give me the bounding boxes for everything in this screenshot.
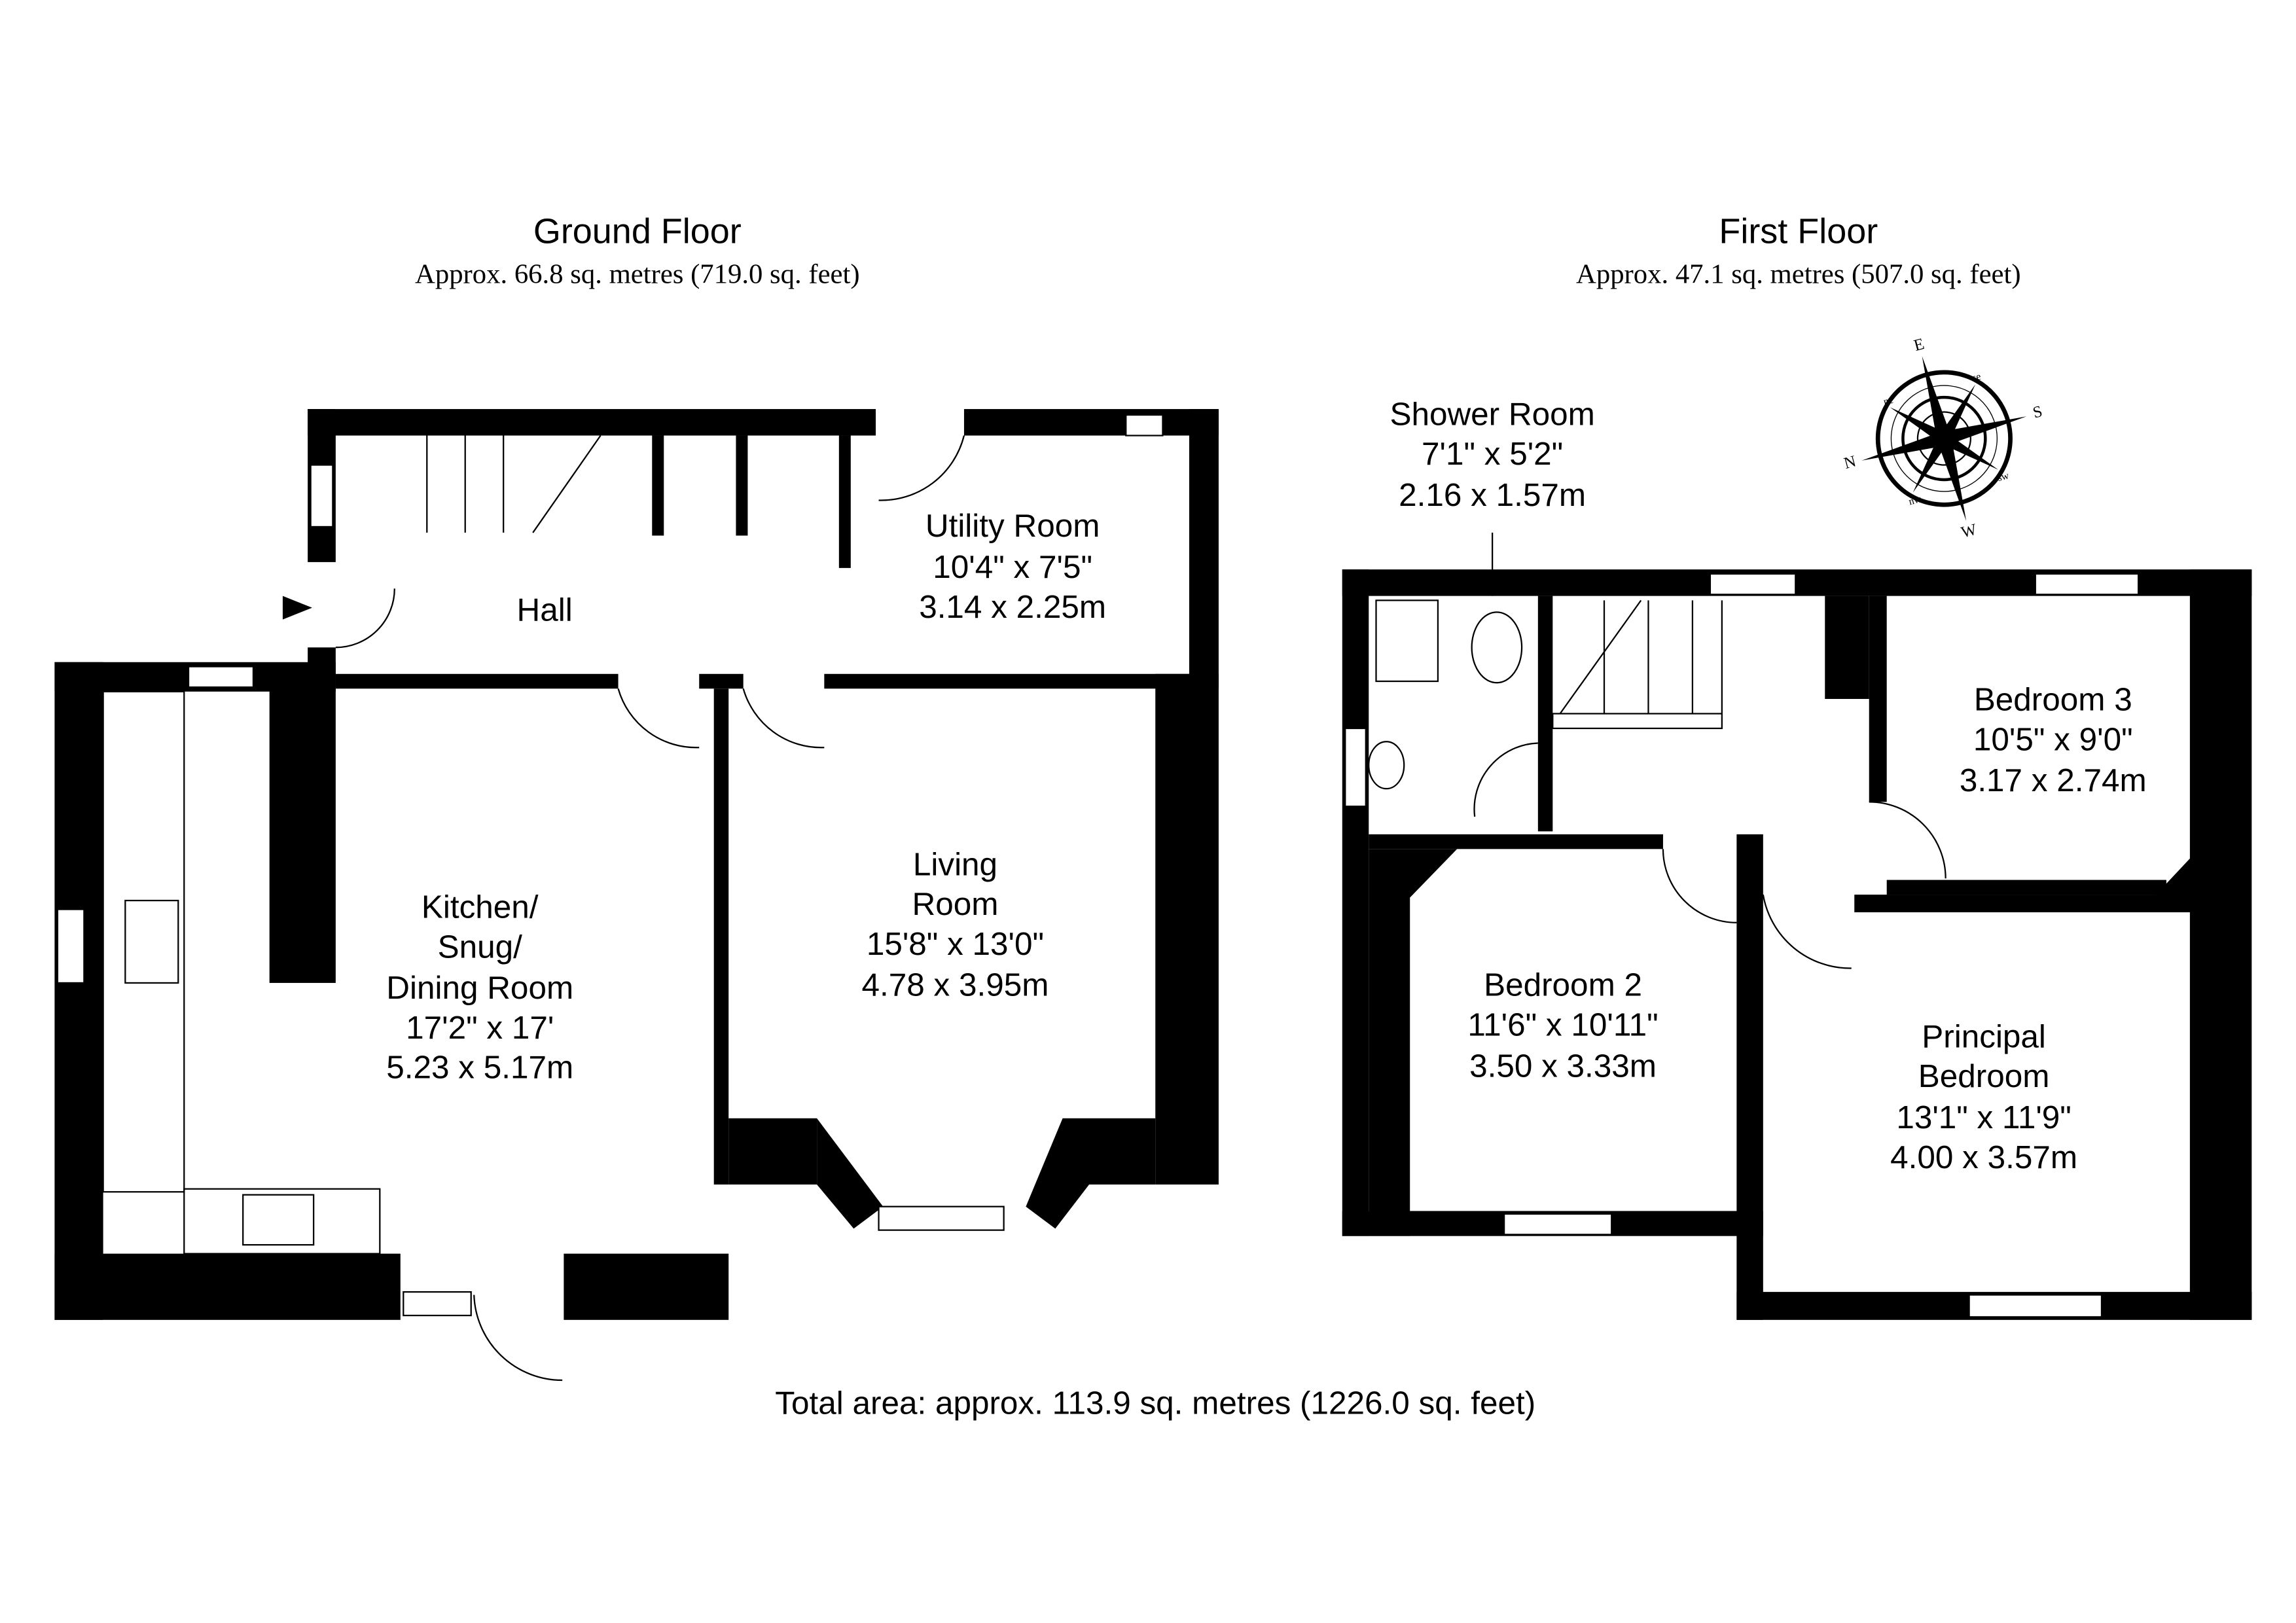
- compass-nw: nw: [1907, 493, 1923, 508]
- ground-floor-area: Approx. 66.8 sq. metres (719.0 sq. feet): [415, 259, 860, 289]
- living-room-metric: 4.78 x 3.95m: [862, 967, 1049, 1003]
- living-room-label-2: Room: [912, 886, 998, 922]
- compass-e: E: [1912, 335, 1926, 355]
- bedroom-3-imperial: 10'5" x 9'0": [1973, 721, 2133, 757]
- shower-room-metric: 2.16 x 1.57m: [1399, 477, 1586, 513]
- shower-room-imperial: 7'1" x 5'2": [1422, 436, 1563, 472]
- kitchen-imperial: 17'2" x 17': [406, 1010, 554, 1046]
- compass-se: se: [1971, 371, 1982, 384]
- compass-n: N: [1842, 452, 1857, 473]
- bedroom-3-label: Bedroom 3: [1974, 682, 2132, 718]
- compass-s: S: [2031, 402, 2044, 422]
- compass-w: W: [1960, 520, 1979, 541]
- living-room-label-1: Living: [913, 846, 997, 882]
- ground-floor-walls: [54, 409, 1219, 1382]
- kitchen-label-3: Dining Room: [386, 970, 573, 1006]
- total-area: Total area: approx. 113.9 sq. metres (12…: [775, 1385, 1535, 1421]
- principal-bedroom-imperial: 13'1" x 11'9": [1896, 1099, 2072, 1135]
- kitchen-metric: 5.23 x 5.17m: [386, 1050, 573, 1086]
- kitchen-label-2: Snug/: [438, 929, 522, 965]
- ground-floor-title: Ground Floor: [533, 212, 742, 251]
- utility-room-metric: 3.14 x 2.25m: [919, 589, 1106, 625]
- bedroom-3-metric: 3.17 x 2.74m: [1960, 762, 2147, 798]
- principal-bedroom-label-2: Bedroom: [1918, 1058, 2050, 1094]
- bedroom-2-label: Bedroom 2: [1484, 967, 1642, 1003]
- bedroom-2-imperial: 11'6" x 10'11": [1467, 1007, 1658, 1043]
- compass-rose-icon: E S W N ne se sw nw: [1842, 335, 2044, 542]
- hall-label: Hall: [517, 592, 573, 628]
- first-floor-area: Approx. 47.1 sq. metres (507.0 sq. feet): [1576, 259, 2021, 289]
- compass-sw: sw: [1996, 470, 2011, 484]
- principal-bedroom-metric: 4.00 x 3.57m: [1890, 1139, 2077, 1175]
- principal-bedroom-label-1: Principal: [1922, 1018, 2046, 1054]
- kitchen-label-1: Kitchen/: [422, 889, 539, 925]
- first-floor-title: First Floor: [1719, 212, 1878, 251]
- compass-ne: ne: [1882, 395, 1895, 408]
- first-floor-walls: [1342, 569, 2252, 1320]
- shower-room-label: Shower Room: [1390, 396, 1594, 432]
- bedroom-2-metric: 3.50 x 3.33m: [1469, 1048, 1657, 1084]
- utility-room-imperial: 10'4" x 7'5": [933, 549, 1092, 585]
- living-room-imperial: 15'8" x 13'0": [867, 926, 1044, 962]
- utility-room-label: Utility Room: [925, 508, 1100, 544]
